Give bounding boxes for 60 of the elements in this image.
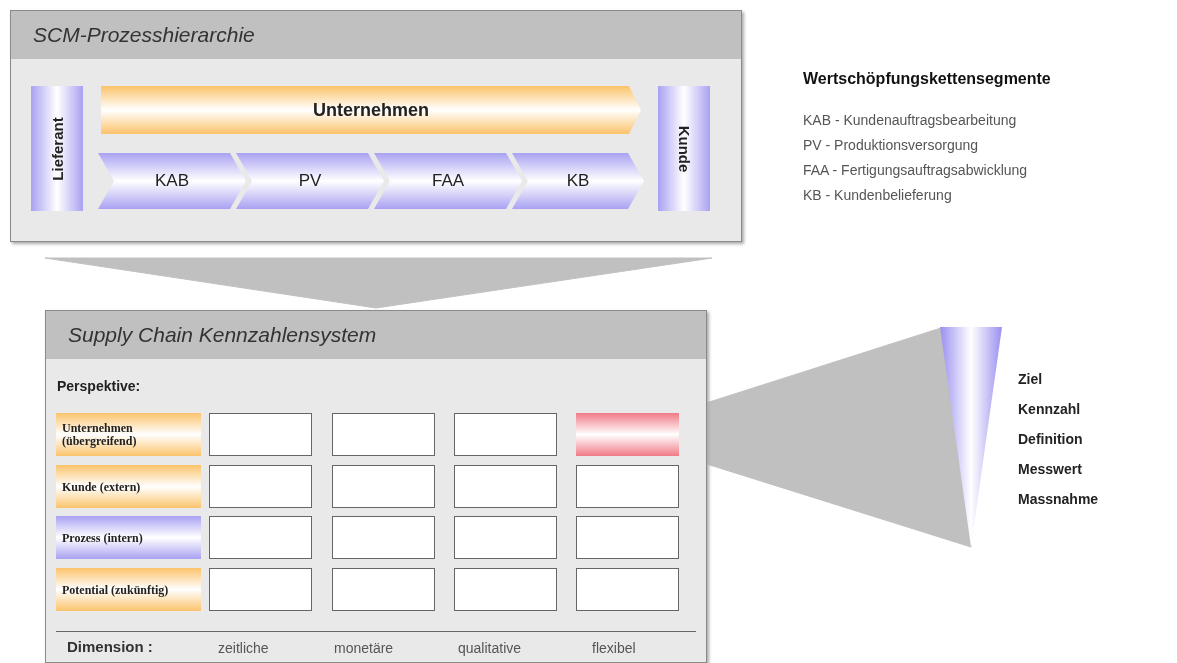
arrow-band	[101, 86, 641, 134]
vertical-bar	[31, 86, 83, 211]
row-caption: Perspektive:	[57, 378, 141, 394]
empty-box	[332, 516, 435, 559]
abbreviation-entry: PV - Produktionsversorgung	[803, 137, 979, 153]
chevron-shape	[374, 153, 522, 209]
abbreviation-entry: KB - Kundenbelieferung	[803, 187, 952, 203]
chevron-label: FAA	[431, 171, 465, 191]
column-label: qualitative	[458, 640, 522, 656]
row-header-band	[56, 516, 201, 559]
empty-box	[332, 413, 435, 456]
empty-box	[576, 465, 679, 508]
row-header-band	[56, 568, 201, 611]
empty-box	[576, 568, 679, 611]
highlighted-box	[576, 413, 679, 456]
row-caption: Dimension :	[67, 638, 153, 655]
chevron-label: KAB	[155, 171, 189, 191]
row-header-label: Potential (zukünftig)	[62, 583, 170, 596]
empty-box	[454, 465, 557, 508]
empty-box	[454, 568, 557, 611]
row-header-band	[56, 413, 201, 456]
abbreviation-entry: FAA - Fertigungsauftragsabwicklung	[803, 162, 1028, 178]
empty-box	[576, 516, 679, 559]
empty-box	[209, 413, 312, 456]
bar-label: Lieferant	[48, 116, 66, 181]
chevron-label: PV	[298, 171, 322, 191]
abbreviation-entry: KAB - Kundenauftragsbearbeitung	[803, 112, 1017, 128]
band-label: Unternehmen	[313, 99, 429, 121]
cone-shape	[940, 327, 1002, 547]
empty-box	[454, 413, 557, 456]
row-header-label: Unternehmen (übergreifend)	[62, 421, 138, 448]
column-label: zeitliche	[218, 640, 269, 656]
empty-box	[209, 465, 312, 508]
list-heading: Wertschöpfungskettensegmente	[803, 70, 1051, 88]
panel-title: SCM-Prozesshierarchie	[33, 23, 255, 47]
row-header-label: Kunde (extern)	[62, 480, 142, 493]
panel	[10, 10, 742, 242]
vertical-bar	[658, 86, 710, 211]
empty-box	[454, 516, 557, 559]
bar-label: Kunde	[675, 125, 693, 172]
list-item: Kennzahl	[1018, 401, 1081, 417]
panel	[45, 310, 707, 663]
list-item: Ziel	[1018, 371, 1043, 387]
list-item: Definition	[1018, 431, 1083, 447]
column-label: monetäre	[334, 640, 394, 656]
empty-box	[332, 465, 435, 508]
empty-box	[332, 568, 435, 611]
list-item: Messwert	[1018, 461, 1082, 477]
row-header-label: Prozess (intern)	[62, 531, 144, 544]
chevron-shape	[236, 153, 384, 209]
chevron-label: KB	[566, 171, 590, 191]
row-header-band	[56, 465, 201, 508]
chevron-shape	[98, 153, 246, 209]
column-label: flexibel	[592, 640, 636, 656]
list-item: Massnahme	[1018, 491, 1099, 507]
empty-box	[209, 568, 312, 611]
funnel-arrow	[44, 257, 713, 309]
empty-box	[209, 516, 312, 559]
panel-title: Supply Chain Kennzahlensystem	[68, 323, 377, 347]
chevron-shape	[512, 153, 644, 209]
